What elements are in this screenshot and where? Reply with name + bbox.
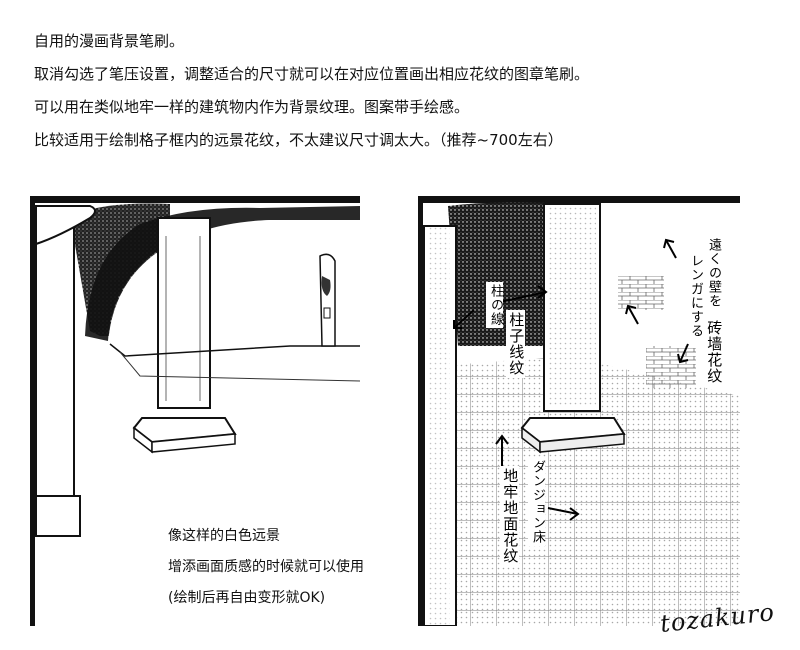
annotation-dungeon-floor-jp: ダンジョン床 [528, 458, 545, 546]
annotation-pillar-line-jp: 柱の線 [486, 282, 503, 328]
intro-line-4: 比较适用于绘制格子框内的远景花纹，不太建议尺寸调太大。（推荐~700左右） [34, 131, 563, 149]
intro-text: 自用的漫画背景笔刷。 取消勾选了笔压设置，调整适合的尺寸就可以在对应位置画出相应… [34, 30, 774, 162]
intro-line-1: 自用的漫画背景笔刷。 [34, 32, 185, 50]
left-panel-caption: 像这样的白色远景 增添画面质感的时候就可以使用 (绘制后再自由变形就OK) [168, 526, 408, 619]
annotation-far-wall-jp-b: レンガにする [686, 252, 703, 340]
annotation-pillar-line-cn: 柱子线纹 [506, 310, 526, 378]
plain-dungeon-illustration [30, 196, 360, 626]
annotation-far-wall-jp-a: 遠くの壁を [704, 236, 721, 310]
intro-line-2: 取消勾选了笔压设置，调整适合的尺寸就可以在对应位置画出相应花纹的图章笔刷。 [34, 65, 590, 83]
caption-line-2: 增添画面质感的时候就可以使用 [168, 559, 364, 575]
caption-line-1: 像这样的白色远景 [168, 528, 280, 544]
intro-line-3: 可以用在类似地牢一样的建筑物内作为背景纹理。图案带手绘感。 [34, 98, 470, 116]
caption-line-3: (绘制后再自由变形就OK) [168, 590, 326, 606]
annotation-dungeon-floor-cn: 地牢地面花纹 [500, 466, 520, 566]
manga-panel-plain [30, 196, 360, 626]
annotation-brick-wall-cn: 砖墙花纹 [704, 318, 724, 386]
